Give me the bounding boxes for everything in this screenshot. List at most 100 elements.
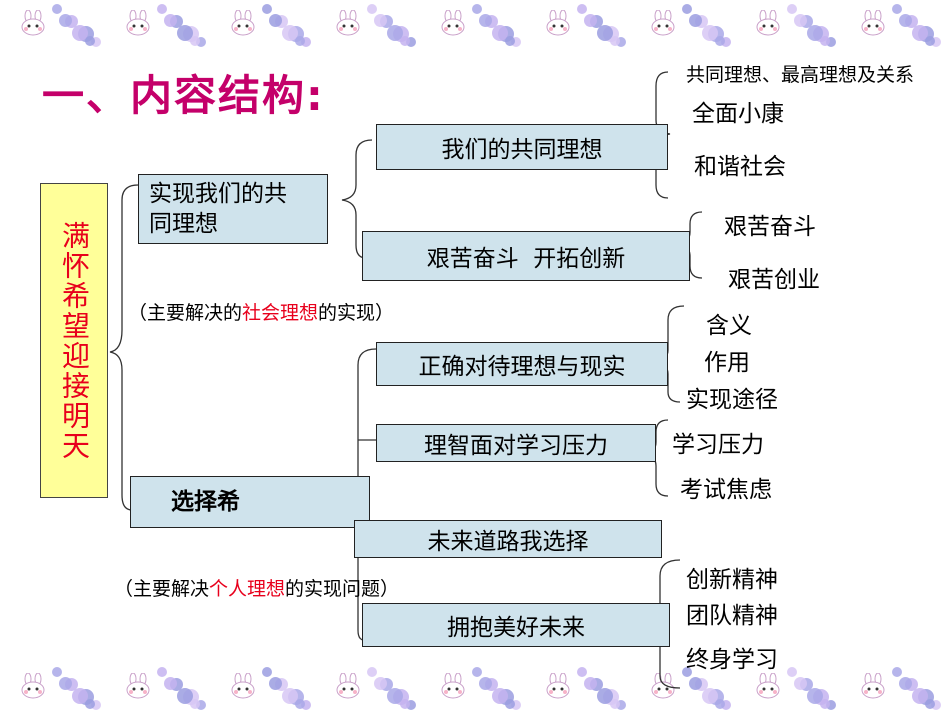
flower-icon <box>52 667 62 677</box>
flower-icon <box>702 688 718 704</box>
node-common-ideal: 我们的共同理想 <box>376 124 668 170</box>
node-struggle: 艰苦奋斗 开拓创新 <box>362 231 690 281</box>
item-function: 作用 <box>704 350 750 376</box>
bunny-icon <box>438 9 468 36</box>
flower-icon <box>479 14 492 27</box>
flower-icon <box>807 688 823 704</box>
node-future-road: 未来道路我选择 <box>354 520 662 558</box>
bunny-icon <box>123 9 153 36</box>
flower-icon <box>807 25 823 41</box>
flower-icon <box>826 37 836 47</box>
flower-icon <box>301 37 311 47</box>
flower-icon <box>295 699 305 709</box>
flower-icon <box>85 699 95 709</box>
flower-icon <box>610 699 620 709</box>
flower-icon <box>367 667 377 677</box>
root-label: 满怀希望迎接明天 <box>58 220 91 461</box>
node-reality: 正确对待理想与现实 <box>376 342 668 386</box>
node-pressure: 理智面对学习压力 <box>376 424 656 462</box>
note-highlight-social: 社会理想 <box>242 302 319 324</box>
flower-icon <box>269 14 282 27</box>
flower-icon <box>721 700 731 710</box>
flower-icon <box>190 699 200 709</box>
bunny-icon <box>333 9 363 36</box>
flower-icon <box>511 700 521 710</box>
flower-icon <box>577 4 587 14</box>
flower-icon <box>892 4 902 14</box>
item-teamwork: 团队精神 <box>686 603 778 629</box>
flower-icon <box>721 37 731 47</box>
flower-icon <box>177 688 193 704</box>
flower-icon <box>472 667 482 677</box>
flower-icon <box>584 14 597 27</box>
flower-icon <box>820 699 830 709</box>
flower-icon <box>190 36 200 46</box>
flower-icon <box>794 14 807 27</box>
flower-icon <box>820 36 830 46</box>
flower-icon <box>899 14 912 27</box>
flower-icon <box>387 688 403 704</box>
flower-icon <box>794 677 807 690</box>
item-innovation: 创新精神 <box>686 567 778 593</box>
flower-icon <box>367 4 377 14</box>
flower-icon <box>899 677 912 690</box>
flower-icon <box>826 700 836 710</box>
bunny-icon <box>543 9 573 36</box>
flower-icon <box>157 4 167 14</box>
bunny-icon <box>333 672 363 699</box>
flower-icon <box>597 25 613 41</box>
item-exam-anxiety: 考试焦虑 <box>680 477 772 503</box>
flower-icon <box>406 700 416 710</box>
item-path: 实现途径 <box>686 387 778 413</box>
flower-icon <box>715 699 725 709</box>
flower-icon <box>374 14 387 27</box>
flower-icon <box>931 700 941 710</box>
flower-icon <box>689 677 702 690</box>
flower-icon <box>374 677 387 690</box>
flower-icon <box>912 688 928 704</box>
flower-icon <box>505 36 515 46</box>
flower-icon <box>52 4 62 14</box>
flower-icon <box>301 700 311 710</box>
section2-box: 选择希 <box>130 476 370 528</box>
flower-icon <box>196 700 206 710</box>
flower-icon <box>282 688 298 704</box>
flower-icon <box>91 700 101 710</box>
flower-icon <box>157 667 167 677</box>
root-bracket <box>109 184 139 511</box>
section2-label: 选择希 <box>171 489 240 515</box>
item-harmony: 和谐社会 <box>694 154 786 180</box>
bottom-decor-border <box>0 663 950 713</box>
item-study-pressure: 学习压力 <box>672 432 764 458</box>
bunny-icon <box>228 672 258 699</box>
flower-icon <box>925 699 935 709</box>
item-xiaokang: 全面小康 <box>692 101 784 127</box>
flower-icon <box>164 677 177 690</box>
bunny-icon <box>228 9 258 36</box>
item-meaning: 含义 <box>706 313 752 339</box>
flower-icon <box>577 667 587 677</box>
top-decor-border <box>0 0 950 50</box>
flower-icon <box>682 4 692 14</box>
bracket-ideal <box>655 71 671 199</box>
bunny-icon <box>438 672 468 699</box>
flower-icon <box>787 667 797 677</box>
flower-icon <box>164 14 177 27</box>
bunny-icon <box>753 672 783 699</box>
bunny-icon <box>858 9 888 36</box>
bunny-icon <box>18 672 48 699</box>
flower-icon <box>177 25 193 41</box>
flower-icon <box>59 677 72 690</box>
section2-note: （主要解决个人理想的实现问题） <box>114 578 400 600</box>
bunny-icon <box>543 672 573 699</box>
bunny-icon <box>648 9 678 36</box>
flower-icon <box>912 25 928 41</box>
flower-icon <box>472 4 482 14</box>
flower-icon <box>689 14 702 27</box>
flower-icon <box>925 36 935 46</box>
flower-icon <box>269 677 282 690</box>
section1-note: （主要解决的社会理想的实现） <box>128 302 395 324</box>
flower-icon <box>479 677 492 690</box>
item-hard-startup: 艰苦创业 <box>728 267 820 293</box>
flower-icon <box>682 667 692 677</box>
